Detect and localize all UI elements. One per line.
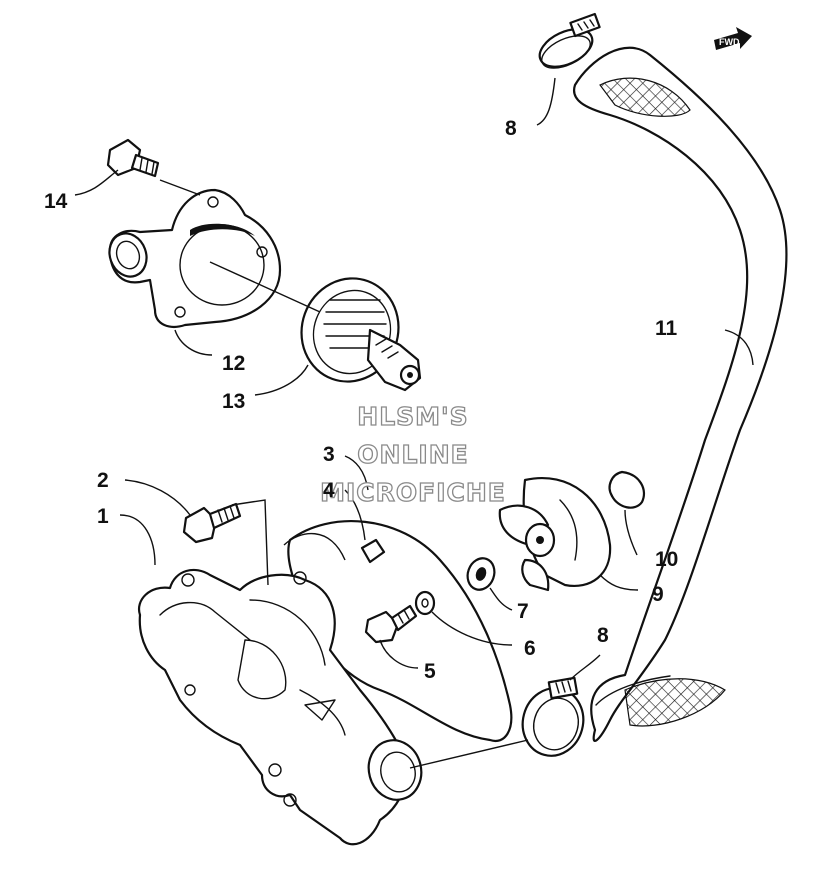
bolt-14 bbox=[106, 138, 160, 178]
washer bbox=[414, 590, 436, 616]
svg-text:ONLINE: ONLINE bbox=[357, 440, 468, 469]
svg-text:FWD: FWD bbox=[719, 37, 740, 47]
impeller bbox=[498, 477, 612, 592]
water-pump-housing bbox=[137, 568, 423, 846]
thermostat bbox=[300, 277, 422, 392]
hose-clamp-bottom bbox=[521, 676, 585, 757]
callout-6: 6 bbox=[524, 637, 536, 660]
svg-text:HLSM'S: HLSM'S bbox=[357, 402, 468, 431]
bolt-5 bbox=[364, 604, 418, 644]
callout-12: 12 bbox=[222, 352, 245, 375]
callout-5: 5 bbox=[424, 660, 436, 683]
dowel-pin bbox=[360, 538, 386, 564]
thermostat-housing bbox=[108, 188, 282, 328]
hose-clamp-top bbox=[538, 12, 601, 69]
callout-8-bottom: 8 bbox=[597, 624, 609, 647]
retaining-ring bbox=[608, 470, 646, 509]
bolt-2 bbox=[182, 502, 242, 544]
callout-10: 10 bbox=[655, 548, 678, 571]
mechanical-seal bbox=[466, 557, 496, 591]
callout-13: 13 bbox=[222, 390, 245, 413]
coolant-hose bbox=[572, 46, 788, 742]
callout-7: 7 bbox=[517, 600, 529, 623]
forward-arrow-icon: FWD bbox=[714, 27, 752, 50]
svg-text:MICROFICHE: MICROFICHE bbox=[320, 478, 506, 507]
callout-1: 1 bbox=[97, 505, 109, 528]
callout-8-top: 8 bbox=[505, 117, 517, 140]
callout-3: 3 bbox=[323, 443, 335, 466]
callout-14: 14 bbox=[44, 190, 68, 213]
callout-2: 2 bbox=[97, 469, 109, 492]
callout-4: 4 bbox=[323, 479, 335, 502]
watermark: HLSM'S ONLINE MICROFICHE bbox=[319, 401, 506, 507]
callout-9: 9 bbox=[652, 583, 664, 606]
callout-11: 11 bbox=[655, 317, 678, 340]
